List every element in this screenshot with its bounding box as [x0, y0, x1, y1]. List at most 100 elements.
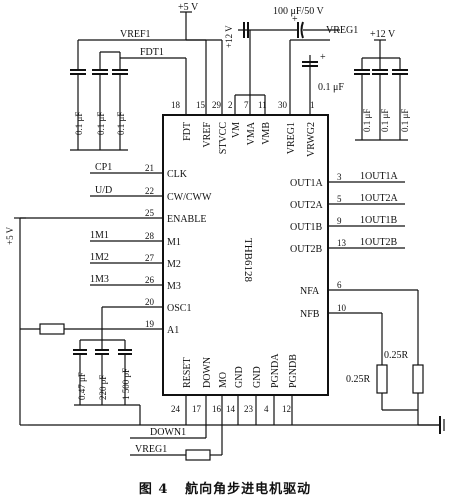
pin-label-pgnda: PGNDA	[270, 353, 281, 388]
pin-num: 5	[337, 194, 342, 204]
pin-num: 1	[310, 100, 315, 110]
figure-caption: 图 4 航向角步进电机驱动	[0, 478, 450, 497]
net-label-down1: DOWN1	[150, 427, 186, 438]
net-label-vreg1-top: VREG1	[326, 25, 358, 36]
pin-num: 22	[145, 186, 154, 196]
pin-label-mo: MO	[218, 372, 229, 388]
pin-num: 19	[145, 319, 155, 329]
pin-label-cwccw: CW/CWW	[167, 192, 212, 203]
cap-vreg-polarity: +	[320, 52, 326, 63]
net-label-plus12: +12 V	[224, 25, 234, 48]
resistor-a1	[39, 323, 65, 335]
pin-label-vref: VREF	[202, 122, 213, 148]
net-label-1out2b: 1OUT2B	[360, 237, 398, 248]
cap-label: 0.1 μF	[74, 112, 84, 135]
cap-big-plate	[300, 21, 304, 39]
pin-num: 13	[337, 238, 347, 248]
pin-label-vmb: VMB	[261, 122, 272, 145]
net-label-plus5-left: +5 V	[5, 226, 15, 245]
pin-num: 25	[145, 208, 155, 218]
pin-label-m2: M2	[167, 259, 181, 270]
resistor-mo	[185, 449, 211, 461]
net-label-vref1: VREF1	[120, 29, 151, 40]
pin-label-vma: VMA	[246, 121, 257, 145]
pin-label-m1: M1	[167, 237, 181, 248]
pin-label-pgndb: PGNDB	[288, 354, 299, 388]
pin-num: 12	[282, 404, 291, 414]
pin-label-clk: CLK	[167, 169, 188, 180]
pin-label-vrwg2: VRWG2	[306, 122, 317, 157]
pin-label-nfa: NFA	[300, 286, 320, 297]
cap-label-220pf: 220 pF	[98, 375, 108, 400]
top-pins: 18 FDT 15 VREF 29 STVCC 2 VM 7 VMA 11 VM…	[171, 75, 317, 157]
cap-label-vreg: 0.1 μF	[318, 82, 344, 93]
figure-title: 航向角步进电机驱动	[185, 482, 312, 497]
pin-num: 26	[145, 275, 155, 285]
pin-num: 23	[244, 404, 254, 414]
pin-label-vreg1: VREG1	[286, 122, 297, 154]
pin-num: 3	[337, 172, 342, 182]
ic-body	[162, 114, 329, 396]
cap-label: 0.1 μF	[380, 109, 390, 132]
cap-label-047: 0.47 μF	[77, 372, 87, 400]
net-label-1m3: 1M3	[90, 274, 109, 285]
pin-label-osc1: OSC1	[167, 303, 191, 314]
pin-num: 28	[145, 231, 155, 241]
net-label-1m2: 1M2	[90, 252, 109, 263]
res-label-nfb: 0.25R	[346, 374, 371, 385]
cap-label: 0.1 μF	[400, 109, 410, 132]
pin-num: 11	[258, 100, 267, 110]
cap-label: 0.1 μF	[96, 112, 106, 135]
net-label-cp1: CP1	[95, 162, 112, 173]
cap-label-100uf: 100 μF/50 V	[273, 6, 325, 17]
net-label-1m1: 1M1	[90, 230, 109, 241]
pin-label-nfb: NFB	[300, 309, 320, 320]
pin-num: 7	[244, 100, 249, 110]
net-label-1out1a: 1OUT1A	[360, 171, 399, 182]
resistor-nfb	[376, 364, 388, 394]
pin-num: 18	[171, 100, 181, 110]
pin-num: 2	[228, 100, 233, 110]
resistor-nfa	[412, 364, 424, 394]
pin-num: 9	[337, 216, 342, 226]
net-label-1out1b: 1OUT1B	[360, 215, 398, 226]
net-label-plus5-top: +5 V	[178, 2, 199, 13]
net-label-vreg1-bottom: VREG1	[135, 444, 167, 455]
pin-num: 20	[145, 297, 155, 307]
net-label-plus12-right: +12 V	[370, 29, 396, 40]
right-pins: 3 OUT1A 5 OUT2A 9 OUT1B 13 OUT2B 6 NFA 1…	[290, 172, 418, 320]
cap-label-1500pf: 1 500 pF	[121, 368, 131, 400]
pin-label-gnd: GND	[252, 366, 263, 388]
pin-label-out1a: OUT1A	[290, 178, 324, 189]
pin-num: 6	[337, 280, 342, 290]
pin-num: 29	[212, 100, 222, 110]
figure-number: 图 4	[138, 482, 169, 497]
cap-label: 0.1 μF	[362, 109, 372, 132]
pin-num: 30	[278, 100, 288, 110]
pin-num: 10	[337, 303, 347, 313]
pin-num: 4	[264, 404, 269, 414]
ic-part-number: THB6128	[242, 238, 254, 283]
pin-label-fdt: FDT	[182, 122, 193, 141]
pin-label-m3: M3	[167, 281, 181, 292]
pin-label-out2b: OUT2B	[290, 244, 323, 255]
net-label-ud: U/D	[95, 185, 112, 196]
net-label-1out2a: 1OUT2A	[360, 193, 399, 204]
pin-num: 27	[145, 253, 155, 263]
pin-label-gnd: GND	[234, 366, 245, 388]
net-label-fdt1: FDT1	[140, 47, 164, 58]
pin-num: 15	[196, 100, 206, 110]
bottom-pins: 24 RESET 17 DOWN 16 MO 14 GND 23 GND 4 P…	[171, 353, 299, 455]
pin-label-vm: VM	[231, 122, 242, 138]
pin-num: 14	[226, 404, 236, 414]
pin-label-a1: A1	[167, 325, 179, 336]
left-pins: 21 CLK 22 CW/CWW 25 ENABLE 28 M1 27 M2 2…	[20, 163, 212, 336]
pin-num: 16	[212, 404, 222, 414]
pin-label-stvcc: STVCC	[218, 122, 229, 155]
pin-num: 24	[171, 404, 181, 414]
res-label-nfa: 0.25R	[384, 350, 409, 361]
pin-label-out2a: OUT2A	[290, 200, 324, 211]
pin-num: 17	[192, 404, 202, 414]
